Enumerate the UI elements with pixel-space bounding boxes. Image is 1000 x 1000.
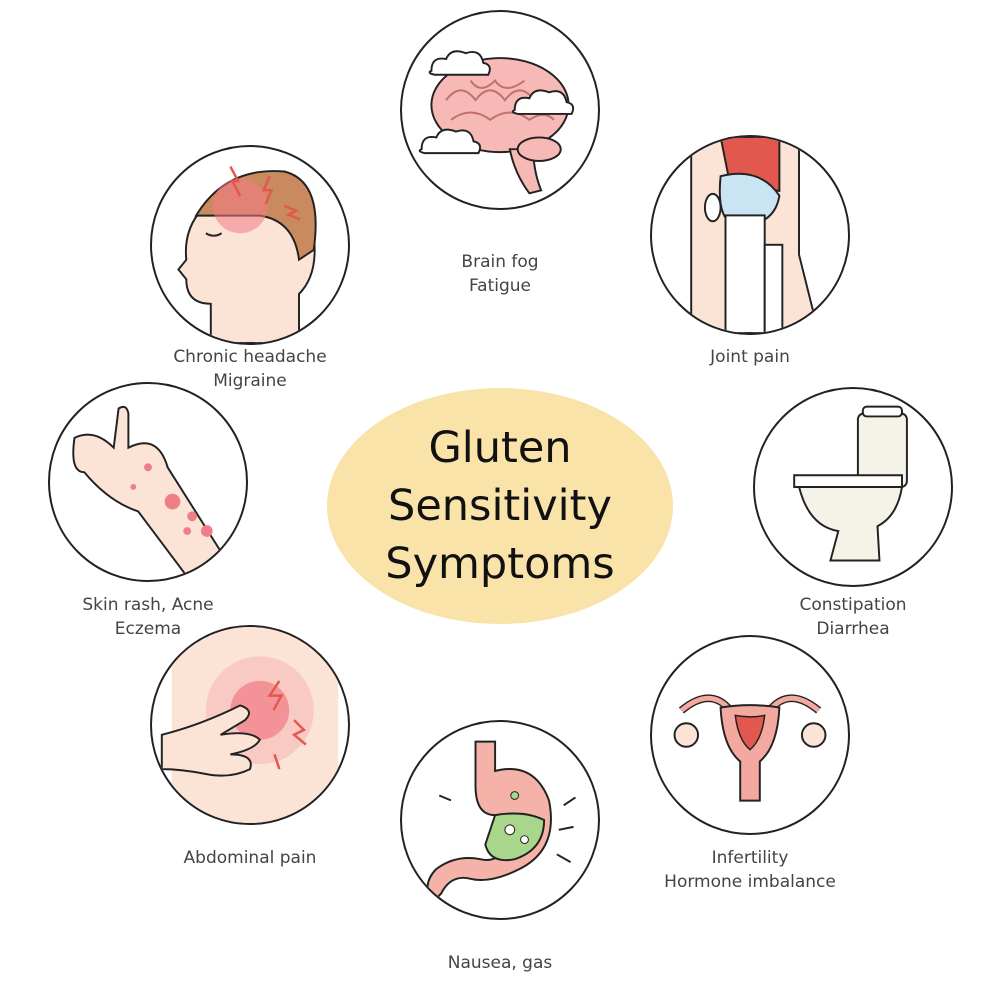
label-line: Infertility <box>711 848 789 868</box>
label-line: Skin rash, Acne <box>82 595 214 615</box>
label-line: Brain fog <box>461 252 539 272</box>
title-line: Gluten <box>428 423 572 473</box>
page-title: Gluten Sensitivity Symptoms <box>385 419 614 593</box>
label-line: Hormone imbalance <box>664 872 836 892</box>
label-line: Fatigue <box>468 276 532 296</box>
label-line: Joint pain <box>710 347 790 367</box>
label-line: Constipation <box>799 595 907 615</box>
label-line: Diarrhea <box>816 619 890 639</box>
symptom-label-abdominal-pain: Abdominal pain <box>130 846 370 870</box>
title-line: Symptoms <box>385 539 615 589</box>
head-pain-icon <box>150 145 350 345</box>
uterus-icon <box>650 635 850 835</box>
title-line: Sensitivity <box>388 481 612 531</box>
arm-rash-icon <box>48 382 248 582</box>
label-line: Chronic headache <box>173 347 327 367</box>
symptom-label-constipation: Constipation Diarrhea <box>733 593 973 641</box>
label-line: Abdominal pain <box>183 848 317 868</box>
symptom-label-nausea: Nausea, gas <box>380 951 620 975</box>
symptom-label-headache: Chronic headache Migraine <box>130 345 370 393</box>
joint-icon <box>650 135 850 335</box>
title-ellipse: Gluten Sensitivity Symptoms <box>327 388 673 624</box>
symptom-label-joint-pain: Joint pain <box>630 345 870 369</box>
toilet-icon <box>753 387 953 587</box>
symptom-label-skin-rash: Skin rash, Acne Eczema <box>28 593 268 641</box>
label-line: Migraine <box>213 371 287 391</box>
abdomen-icon <box>150 625 350 825</box>
stomach-icon <box>400 720 600 920</box>
symptom-label-infertility: Infertility Hormone imbalance <box>630 846 870 894</box>
label-line: Nausea, gas <box>447 953 553 973</box>
symptom-label-brain-fog: Brain fog Fatigue <box>380 250 620 298</box>
brain-icon <box>400 10 600 210</box>
label-line: Eczema <box>114 619 182 639</box>
